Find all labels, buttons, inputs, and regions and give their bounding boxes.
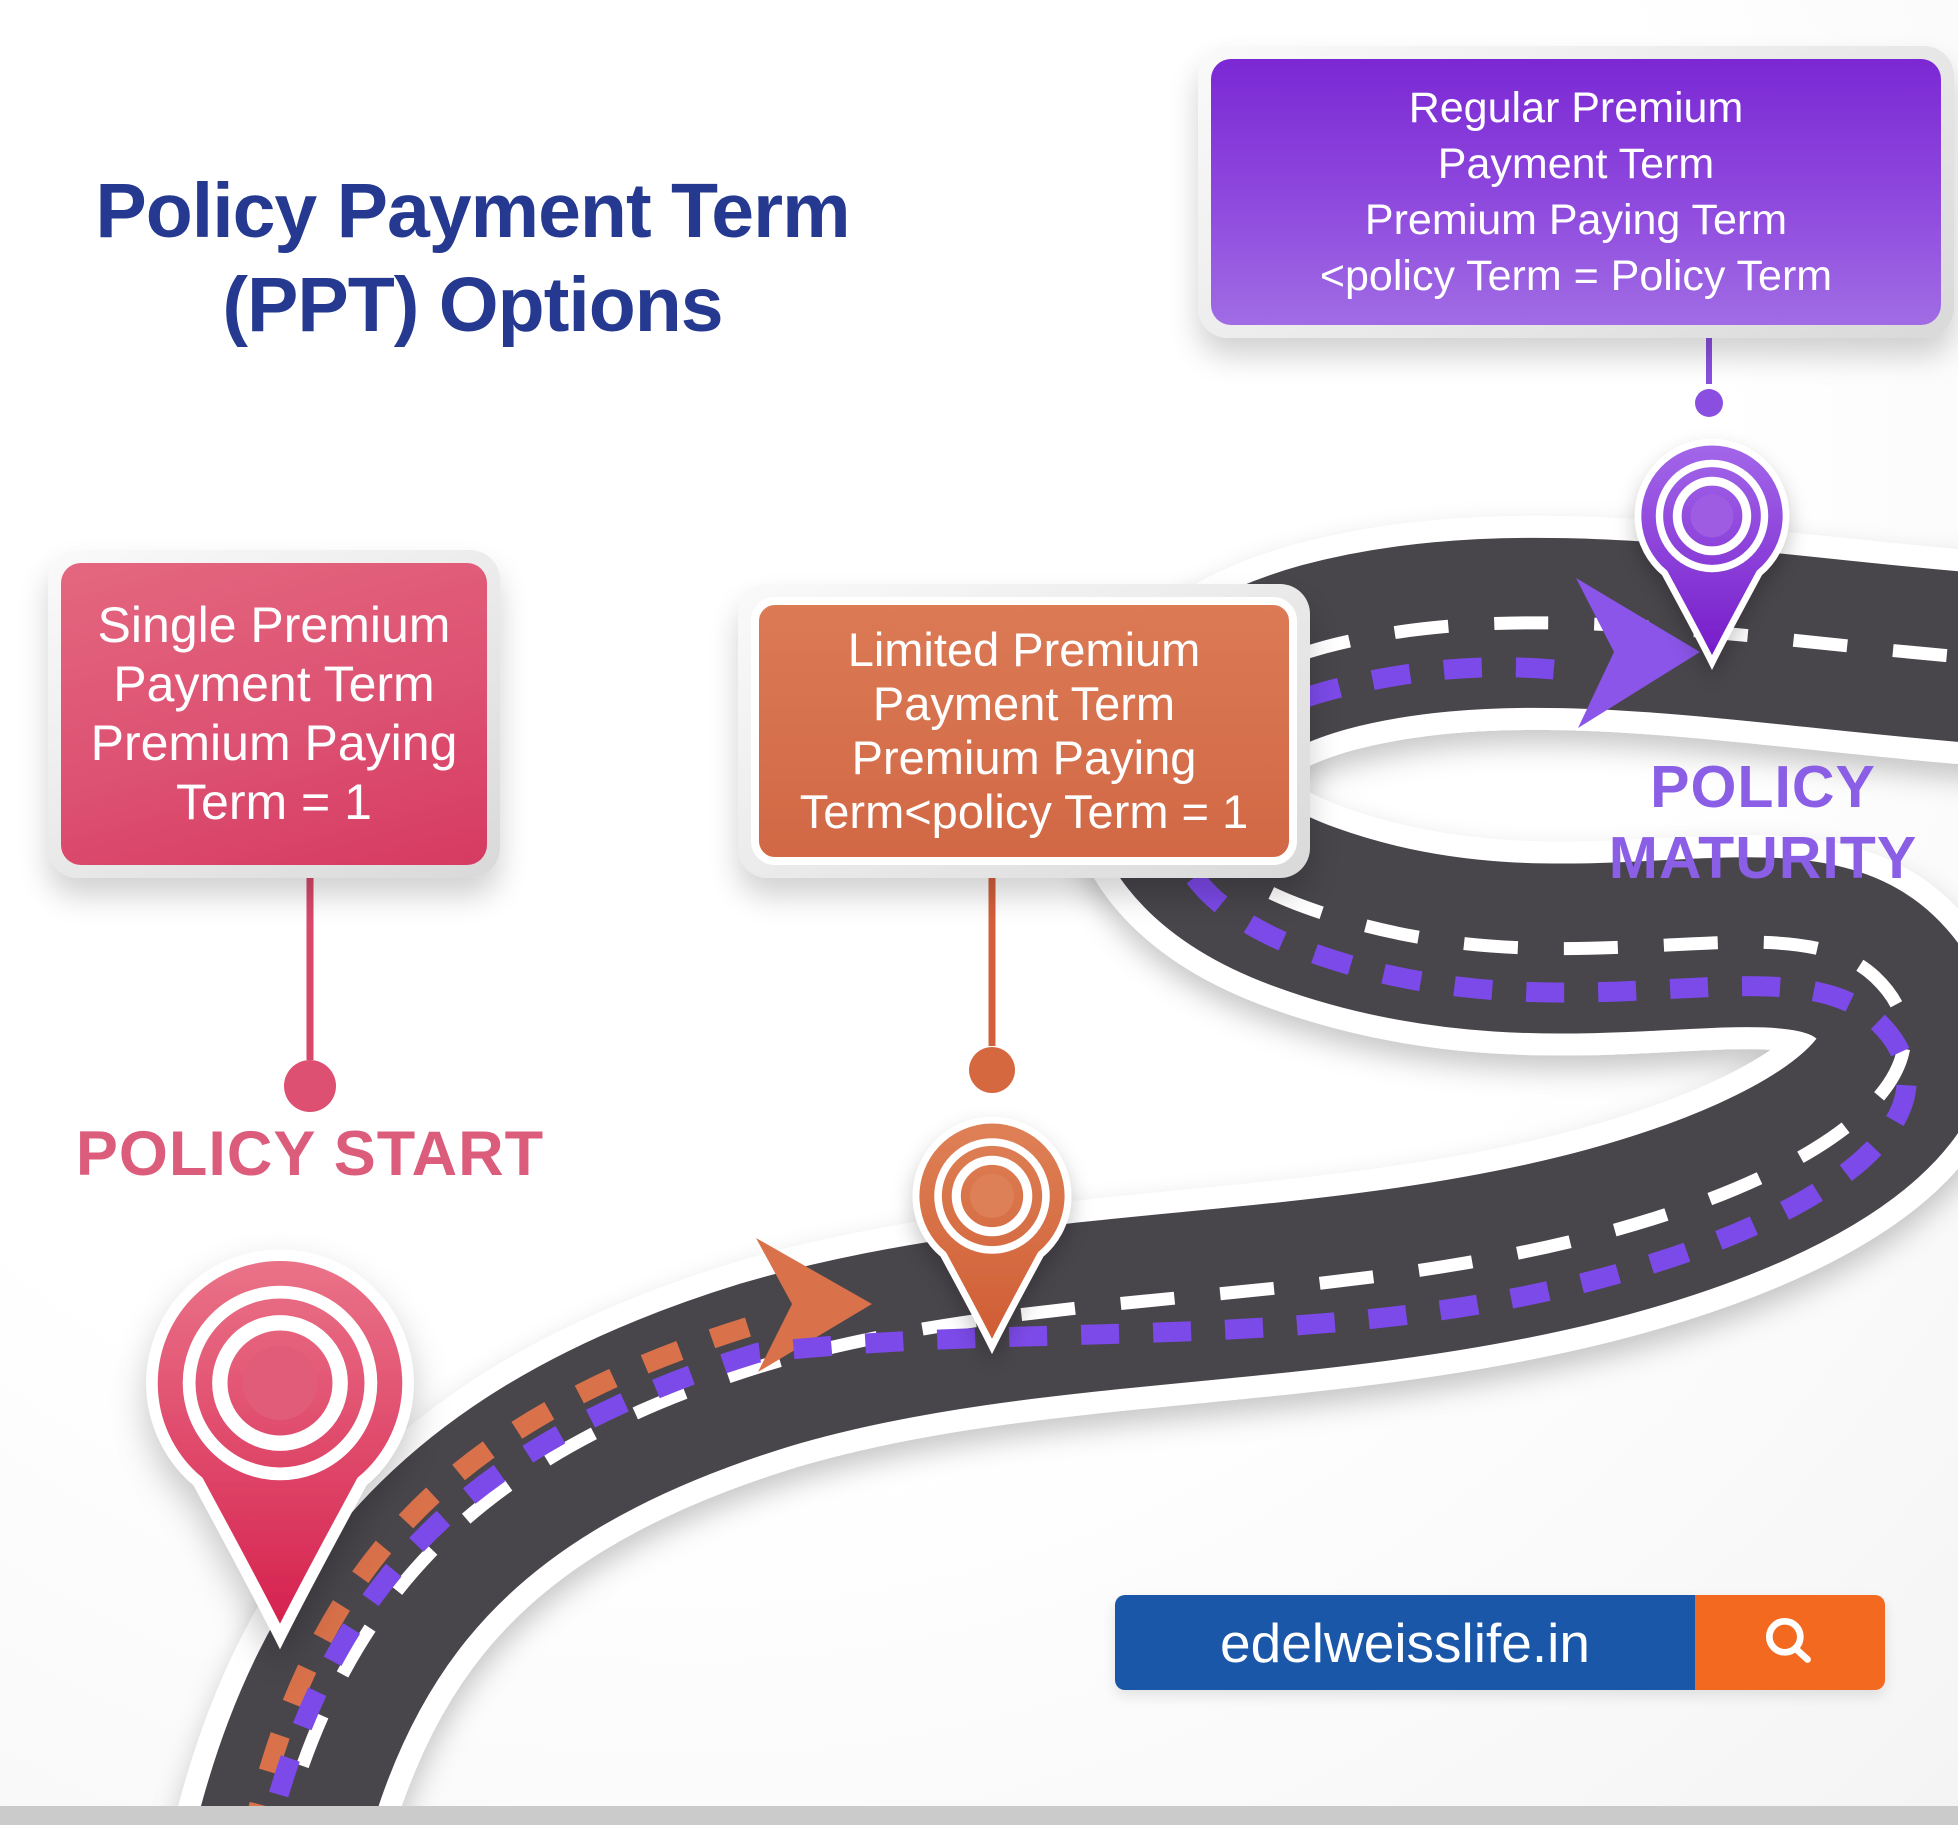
policy-start-label: POLICY START: [75, 1119, 545, 1189]
purple-route-arrow-icon: [1576, 578, 1700, 728]
footer-bar: edelweisslife.in: [1115, 1595, 1885, 1690]
callout-line: Term<policy Term = 1: [799, 785, 1249, 838]
policy-maturity-label: POLICY MATURITY: [1568, 752, 1958, 894]
policy-start-pin-icon: [146, 1249, 414, 1650]
limited-premium-pin-icon: [912, 1116, 1072, 1355]
single-premium-callout-body: Single Premium Payment Term Premium Payi…: [61, 563, 487, 865]
page-title-line2: (PPT) Options: [222, 261, 723, 348]
callout-line: Single Premium: [97, 597, 451, 653]
single-premium-callout: Single Premium Payment Term Premium Payi…: [48, 550, 500, 878]
website-link[interactable]: edelweisslife.in: [1115, 1595, 1695, 1690]
callout-line: Payment Term: [113, 656, 435, 712]
route-orange: [244, 1238, 872, 1825]
callout-line: Premium Paying: [90, 715, 458, 771]
limited-premium-callout: Limited Premium Payment Term Premium Pay…: [738, 584, 1310, 878]
policy-maturity-label-line1: POLICY: [1650, 754, 1876, 820]
winding-road: [173, 515, 1958, 1825]
connector-maturity: [1695, 336, 1723, 417]
road-center-line: [277, 616, 1958, 1825]
callout-line: Limited Premium: [847, 623, 1201, 676]
page-title: Policy Payment Term (PPT) Options: [50, 165, 895, 353]
bottom-edge-strip: [0, 1806, 1958, 1825]
policy-maturity-label-line2: MATURITY: [1608, 825, 1918, 891]
callout-line: Payment Term: [1437, 140, 1715, 188]
regular-premium-callout-body: Regular Premium Payment Term Premium Pay…: [1211, 59, 1941, 325]
callout-line: Payment Term: [872, 677, 1176, 730]
policy-maturity-pin-icon: [1634, 438, 1790, 670]
orange-route-arrow-icon: [756, 1238, 872, 1372]
callout-line: Term = 1: [176, 774, 372, 830]
callout-line: Premium Paying: [851, 731, 1197, 784]
callout-line: Premium Paying Term: [1364, 196, 1788, 244]
magnifier-icon: [1765, 1617, 1811, 1663]
callout-line: <policy Term = Policy Term: [1319, 252, 1833, 300]
limited-premium-callout-body: Limited Premium Payment Term Premium Pay…: [751, 597, 1297, 865]
page-title-line1: Policy Payment Term: [95, 168, 850, 254]
connector-start: [284, 878, 336, 1112]
connector-limited: [969, 878, 1015, 1093]
regular-premium-callout: Regular Premium Payment Term Premium Pay…: [1198, 46, 1954, 338]
search-button[interactable]: [1695, 1595, 1885, 1690]
callout-line: Regular Premium: [1408, 84, 1744, 132]
